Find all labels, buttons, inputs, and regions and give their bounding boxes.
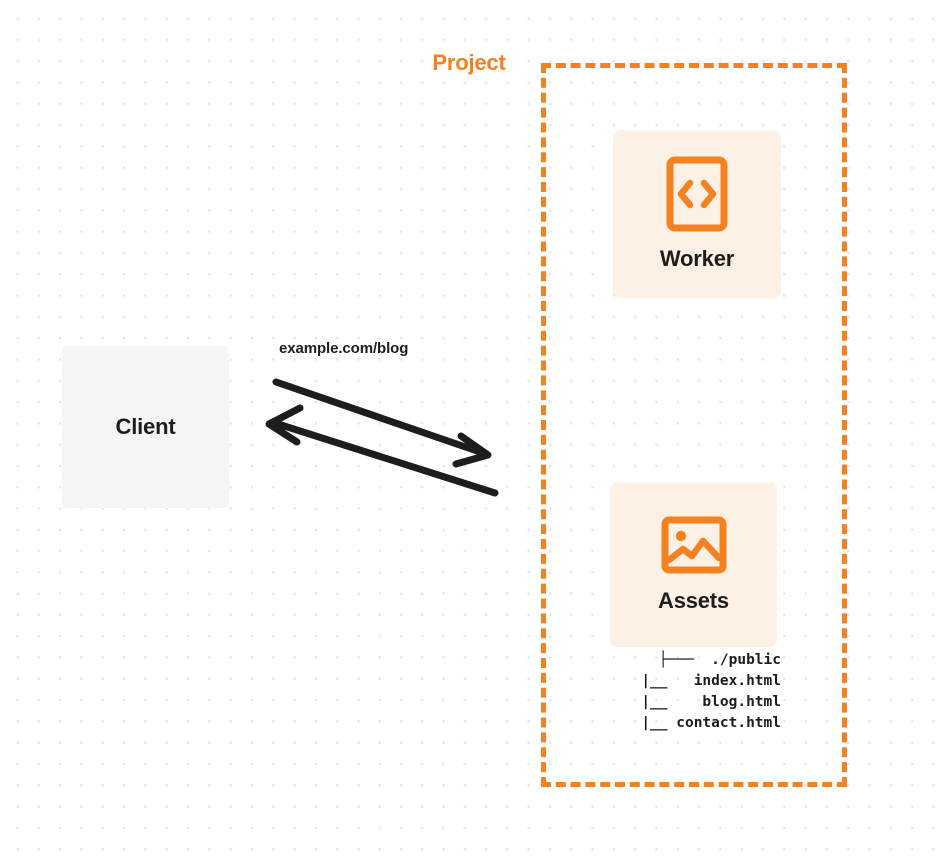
image-picture-icon xyxy=(661,516,727,574)
code-brackets-icon xyxy=(666,156,728,232)
worker-node-label: Worker xyxy=(659,246,735,271)
worker-node: Worker xyxy=(613,130,781,298)
assets-node: Assets xyxy=(610,482,777,647)
response-arrow xyxy=(265,404,499,497)
client-node: Client xyxy=(62,346,229,508)
project-boundary xyxy=(541,63,847,787)
assets-file-tree: ├─── ./public |__ index.html |__ blog.ht… xyxy=(641,652,781,731)
assets-node-label: Assets xyxy=(658,587,729,613)
project-boundary-label: Project xyxy=(425,50,513,76)
connection-label: example.com/blog xyxy=(279,340,409,357)
request-arrow xyxy=(272,378,492,468)
client-node-label: Client xyxy=(115,414,176,439)
